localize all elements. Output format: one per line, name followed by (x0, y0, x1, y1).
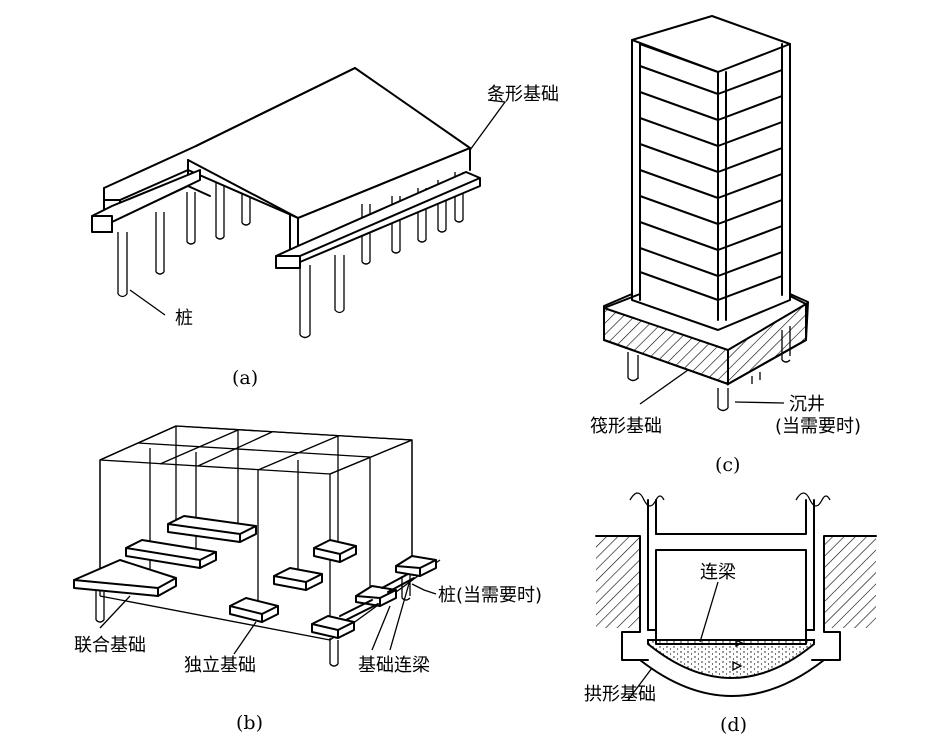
panel-c-caissons (627, 326, 791, 412)
leader-raft (639, 369, 689, 405)
panel-b-leaders (99, 579, 437, 655)
break-right (795, 492, 831, 507)
panel-a-strip-foundation: 条形基础 桩 (a) (91, 67, 559, 389)
panel-d-walls (647, 499, 815, 645)
panel-d-arch (647, 639, 815, 679)
panel-c-building (631, 15, 791, 321)
soil-right (824, 536, 876, 628)
label-combined-footing: 联合基础 (74, 635, 146, 656)
panel-a-frame (103, 67, 471, 259)
panel-a-strip-beams (91, 169, 481, 269)
break-left (629, 492, 665, 507)
panel-a-pile-tips (117, 219, 464, 339)
leader-tie-beam (699, 581, 719, 643)
label-when-needed-c: (当需要时) (775, 416, 861, 437)
label-raft-foundation: 筏形基础 (590, 416, 662, 437)
label-tie-beam: 连梁 (700, 562, 736, 583)
caption-d: (d) (720, 714, 747, 736)
leader-caisson (734, 401, 785, 404)
leader-strip-foundation (469, 99, 507, 151)
label-open-caisson: 沉井 (789, 394, 825, 415)
label-foundation-tie-beam: 基础连梁 (358, 655, 430, 676)
panel-b-isolated-footings: 桩(当需要时) 联合基础 独立基础 基础连梁 (b) (73, 425, 542, 734)
panel-d-arch-foundation: 连梁 拱形基础 (d) (584, 492, 877, 736)
label-strip-foundation: 条形基础 (487, 84, 559, 105)
panel-b-piles (95, 574, 411, 667)
panel-c-raft (603, 293, 809, 386)
label-pile-a: 桩 (175, 308, 193, 329)
label-arch-foundation: 拱形基础 (584, 684, 656, 705)
panel-c-floor-slabs (639, 65, 783, 301)
panel-c-raft-foundation: 沉井 (当需要时) 筏形基础 (c) (590, 15, 861, 476)
caption-b: (b) (236, 712, 263, 734)
leader-arch (627, 667, 653, 701)
label-isolated-footing: 独立基础 (184, 655, 256, 676)
caption-a: (a) (232, 367, 258, 389)
label-pile-when-needed: 桩(当需要时) (438, 585, 542, 606)
soil-left (596, 536, 640, 628)
panel-b-frame-top (99, 425, 413, 475)
panel-b-columns (99, 426, 413, 618)
panel-b-footings (73, 515, 437, 639)
leader-pile-a (129, 289, 166, 316)
caption-c: (c) (715, 454, 740, 476)
